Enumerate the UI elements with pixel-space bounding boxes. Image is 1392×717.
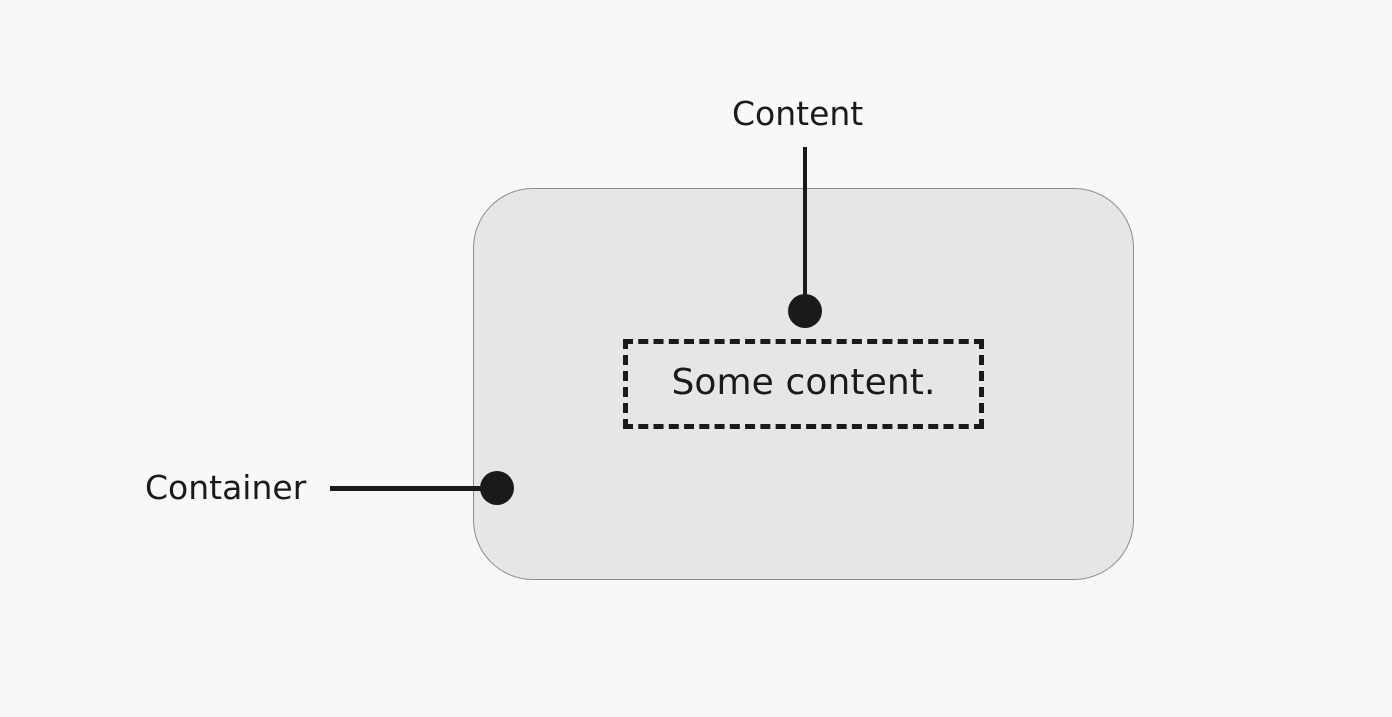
leader-line-container [330, 486, 500, 491]
leader-dot-container [480, 471, 514, 505]
content-box[interactable]: Some content. [623, 339, 984, 429]
leader-line-content [803, 147, 807, 313]
leader-dot-content [788, 294, 822, 328]
content-box-text: Some content. [671, 362, 936, 403]
callout-label-content: Content [732, 94, 864, 133]
callout-label-container: Container [145, 468, 307, 507]
